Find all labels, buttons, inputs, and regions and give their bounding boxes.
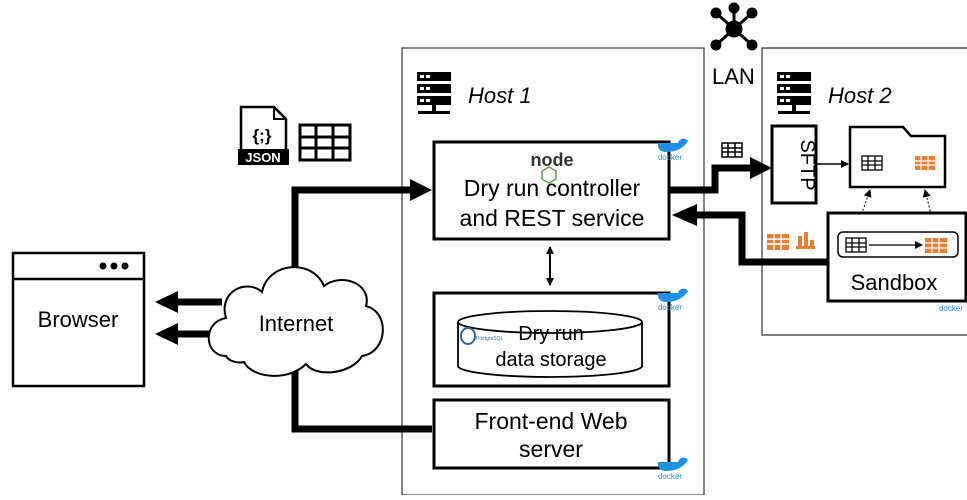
internet-cloud: [207, 266, 384, 377]
docker-icon: docker: [657, 457, 688, 481]
docker-icon: docker: [657, 138, 688, 162]
lan-label: LAN: [712, 64, 755, 89]
internet-label: Internet: [259, 311, 334, 336]
svg-text:node: node: [531, 150, 574, 170]
frontend-line1: Front-end Web: [475, 408, 628, 434]
server-icon: [777, 72, 811, 114]
svg-text:docker: docker: [939, 304, 963, 313]
storage-line1: Dry run: [518, 323, 584, 345]
sandbox-label: Sandbox: [851, 270, 938, 295]
dashed-link: [922, 189, 938, 231]
frontend-line2: server: [519, 436, 583, 462]
svg-text:docker: docker: [658, 472, 682, 481]
network-hub-icon: [710, 2, 758, 51]
json-label: JSON: [245, 150, 280, 165]
database-cylinder: [457, 310, 643, 378]
orange-table-icon: [925, 238, 947, 253]
controller-line1: Dry run controller: [464, 175, 641, 201]
orange-table-icon: [915, 156, 935, 170]
host2-title: Host 2: [828, 83, 892, 108]
controller-box: [432, 140, 671, 241]
browser-label: Browser: [38, 307, 119, 332]
nodejs-logo: node: [531, 150, 574, 184]
host1-title: Host 1: [468, 83, 532, 108]
server-icon: [417, 72, 451, 114]
small-table-icon: [845, 237, 867, 253]
thick-connectors: [175, 164, 828, 433]
svg-text:PostgreSQL: PostgreSQL: [476, 336, 503, 342]
host2-boundary: [761, 47, 967, 336]
json-braces: {;}: [253, 126, 272, 145]
postgresql-logo: PostgreSQL: [460, 327, 503, 345]
docker-icon: docker: [657, 288, 688, 312]
sftp-label: SFTP: [796, 139, 818, 190]
thick-arrowheads: [155, 157, 772, 345]
dashed-link: [854, 189, 872, 231]
folder-icon: [848, 125, 947, 189]
small-table-icon: [721, 142, 743, 158]
browser-window: [11, 251, 146, 388]
json-file-icon: {;} JSON: [238, 105, 289, 165]
orange-bar-chart-icon: [796, 232, 815, 249]
svg-text:docker: docker: [658, 153, 682, 162]
table-icon: [298, 123, 352, 162]
frontend-box: [432, 398, 671, 470]
storage-line2: data storage: [495, 349, 606, 371]
svg-text:docker: docker: [658, 303, 682, 312]
controller-line2: and REST service: [460, 205, 645, 231]
orange-table-icon: [767, 234, 789, 250]
small-table-icon: [861, 155, 883, 171]
